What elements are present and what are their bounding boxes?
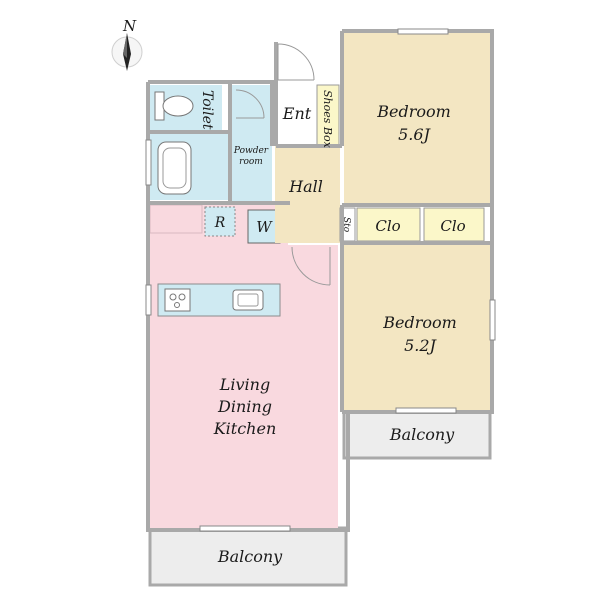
- washer-space: [247, 209, 281, 244]
- bathtub-icon: [157, 141, 192, 195]
- balcony-right: [342, 408, 492, 460]
- ldk-storage-nook: [149, 204, 203, 234]
- ldk-door-icon: [291, 246, 331, 286]
- refrigerator-space: [204, 206, 236, 237]
- ldk-room: [150, 205, 338, 528]
- toilet-icon: [154, 91, 194, 121]
- ldk-label-1: Living: [219, 375, 270, 394]
- ldk-label-2: Dining: [217, 397, 272, 416]
- bedroom-a: [344, 33, 490, 205]
- refrigerator-label: R: [214, 215, 226, 231]
- closet-2-label: Clo: [440, 217, 465, 235]
- hall: [275, 146, 340, 243]
- balcony-bottom-label: Balcony: [217, 547, 283, 566]
- sink-icon: [232, 289, 264, 311]
- powder-door-icon: [235, 89, 265, 119]
- balcony-right-label: Balcony: [389, 425, 455, 444]
- compass-label: N: [122, 17, 137, 35]
- toilet-label: Toilet: [199, 90, 215, 130]
- windows: [145, 28, 496, 532]
- hall-label: Hall: [288, 177, 323, 196]
- bedroom-a-size: 5.6J: [398, 125, 431, 144]
- closet-1: [356, 207, 421, 242]
- bedroom-a-name: Bedroom: [376, 102, 451, 121]
- powder-room-label-2: room: [239, 157, 263, 167]
- bedroom-b: [344, 243, 490, 410]
- ldk-label-3: Kitchen: [213, 419, 277, 438]
- closet-2: [423, 207, 485, 242]
- bedroom-b-size: 5.2J: [404, 336, 437, 355]
- storage-label: Sto: [341, 217, 351, 233]
- shoes-box-label: Shoes Box: [321, 90, 334, 149]
- bedroom-b-name: Bedroom: [382, 313, 457, 332]
- north-compass-icon: [111, 33, 143, 71]
- powder-room: [232, 85, 272, 205]
- entrance-label: Ent: [282, 104, 312, 123]
- washer-label: W: [256, 218, 273, 236]
- powder-room-label-1: Powder: [233, 146, 269, 156]
- entrance-door-icon: [277, 43, 315, 81]
- entrance: [276, 78, 316, 146]
- closet-1-label: Clo: [375, 217, 400, 235]
